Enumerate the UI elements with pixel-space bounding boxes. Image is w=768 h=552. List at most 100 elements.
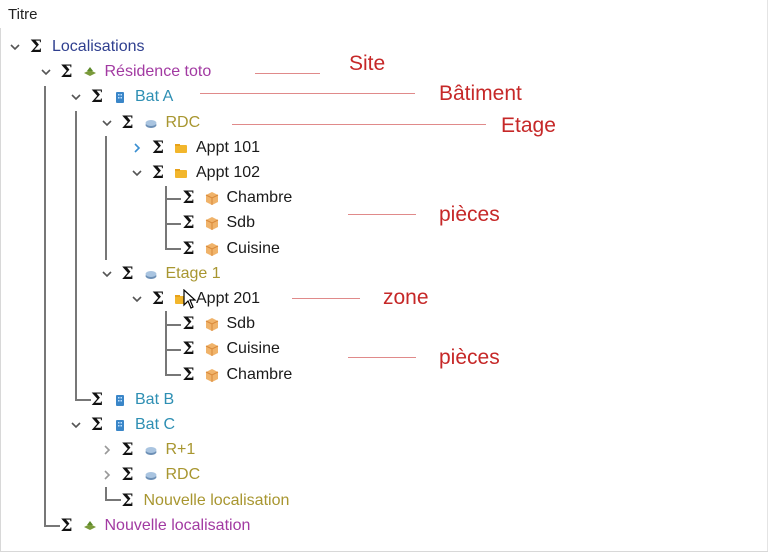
chevron-down-icon[interactable] xyxy=(9,41,21,53)
chevron-right-icon[interactable] xyxy=(101,469,113,481)
annotation-pieces-1: pièces xyxy=(439,203,500,226)
tree-connector xyxy=(44,525,60,527)
annotation-leader xyxy=(232,124,486,125)
chevron-spacer xyxy=(162,343,174,355)
sigma-icon: Σ xyxy=(90,415,104,435)
tree-node-appt-101[interactable]: Σ Appt 101 xyxy=(131,136,260,160)
sigma-icon: Σ xyxy=(182,238,195,259)
tree-node-label: Appt 201 xyxy=(196,290,261,307)
tree-connector xyxy=(105,487,107,500)
tree-node-label: Nouvelle localisation xyxy=(104,516,251,534)
sigma-icon: Σ xyxy=(121,465,134,486)
tree-connector xyxy=(165,248,181,250)
tree-node-sdb-201[interactable]: Σ Sdb xyxy=(162,312,255,336)
chevron-right-icon[interactable] xyxy=(101,444,113,456)
annotation-zone: zone xyxy=(383,286,429,309)
tree-connector xyxy=(165,349,181,351)
box-icon xyxy=(205,342,219,357)
chevron-spacer xyxy=(162,369,174,381)
chevron-down-icon[interactable] xyxy=(131,167,143,179)
site-icon xyxy=(83,65,97,79)
sigma-icon: Σ xyxy=(60,515,73,536)
box-icon xyxy=(205,242,219,256)
building-icon xyxy=(113,418,127,432)
tree-node-label: Chambre xyxy=(226,365,293,383)
sigma-icon: Σ xyxy=(182,364,195,385)
chevron-spacer xyxy=(162,217,174,229)
floor-icon xyxy=(144,267,158,281)
box-icon xyxy=(205,368,219,382)
box-icon xyxy=(205,317,219,332)
chevron-spacer xyxy=(162,192,174,204)
chevron-down-icon[interactable] xyxy=(70,419,82,431)
sigma-icon: Σ xyxy=(182,314,195,335)
tree-node-nouvelle-loc-root[interactable]: Σ Nouvelle localisation xyxy=(40,514,251,538)
annotation-pieces-2: pièces xyxy=(439,346,500,369)
tree-node-label: Chambre xyxy=(226,189,293,207)
tree-node-chambre-201[interactable]: Σ Chambre xyxy=(162,363,293,387)
tree-node-appt-201[interactable]: Σ Appt 201 xyxy=(131,287,260,311)
sigma-icon: Σ xyxy=(182,339,195,360)
tree-node-bat-c[interactable]: Σ Bat C xyxy=(70,413,175,437)
tree-node-etage-1[interactable]: Σ Etage 1 xyxy=(101,262,221,286)
sigma-icon: Σ xyxy=(182,213,195,234)
sigma-icon: Σ xyxy=(182,188,195,209)
tree-connector xyxy=(165,223,181,225)
chevron-spacer xyxy=(70,394,82,406)
panel-border-left xyxy=(0,28,1,552)
tree-connector xyxy=(44,86,46,526)
floor-icon xyxy=(144,443,158,457)
chevron-down-icon[interactable] xyxy=(101,268,113,280)
chevron-spacer xyxy=(101,495,113,507)
tree-connector xyxy=(75,111,77,401)
chevron-spacer xyxy=(162,243,174,255)
annotation-leader xyxy=(255,73,320,74)
building-icon xyxy=(113,393,127,407)
tree-connector xyxy=(165,198,181,200)
tree-node-label: Localisations xyxy=(52,38,145,55)
tree-connector xyxy=(165,186,167,250)
sigma-icon: Σ xyxy=(121,263,134,284)
floor-icon xyxy=(144,116,158,130)
tree-node-label: Appt 101 xyxy=(196,138,261,156)
sigma-icon: Σ xyxy=(151,137,165,158)
tree-node-label: Bat C xyxy=(135,416,176,433)
tree-node-label: Nouvelle localisation xyxy=(143,491,290,509)
annotation-leader xyxy=(200,93,415,94)
sigma-icon: Σ xyxy=(90,87,104,108)
chevron-spacer xyxy=(162,318,174,330)
chevron-down-icon[interactable] xyxy=(70,91,82,103)
chevron-down-icon[interactable] xyxy=(101,117,113,129)
tree-node-label: R+1 xyxy=(165,441,196,459)
box-icon xyxy=(205,216,219,231)
annotation-etage: Etage xyxy=(501,114,556,137)
tree-node-label: Etage 1 xyxy=(165,264,221,282)
annotation-leader xyxy=(292,298,360,299)
chevron-down-icon[interactable] xyxy=(40,66,52,78)
tree-node-chambre-102[interactable]: Σ Chambre xyxy=(162,186,293,210)
tree-node-label: Bat B xyxy=(135,390,175,408)
sigma-icon: Σ xyxy=(151,289,165,309)
annotation-batiment: Bâtiment xyxy=(439,82,522,105)
chevron-down-icon[interactable] xyxy=(131,293,143,305)
chevron-right-icon[interactable] xyxy=(131,142,143,154)
tree-connector xyxy=(165,311,167,376)
sigma-icon: Σ xyxy=(151,163,165,183)
tree-connector xyxy=(105,499,121,501)
box-icon xyxy=(205,191,219,206)
tree-node-label: Sdb xyxy=(226,315,255,333)
annotation-site: Site xyxy=(349,52,386,75)
